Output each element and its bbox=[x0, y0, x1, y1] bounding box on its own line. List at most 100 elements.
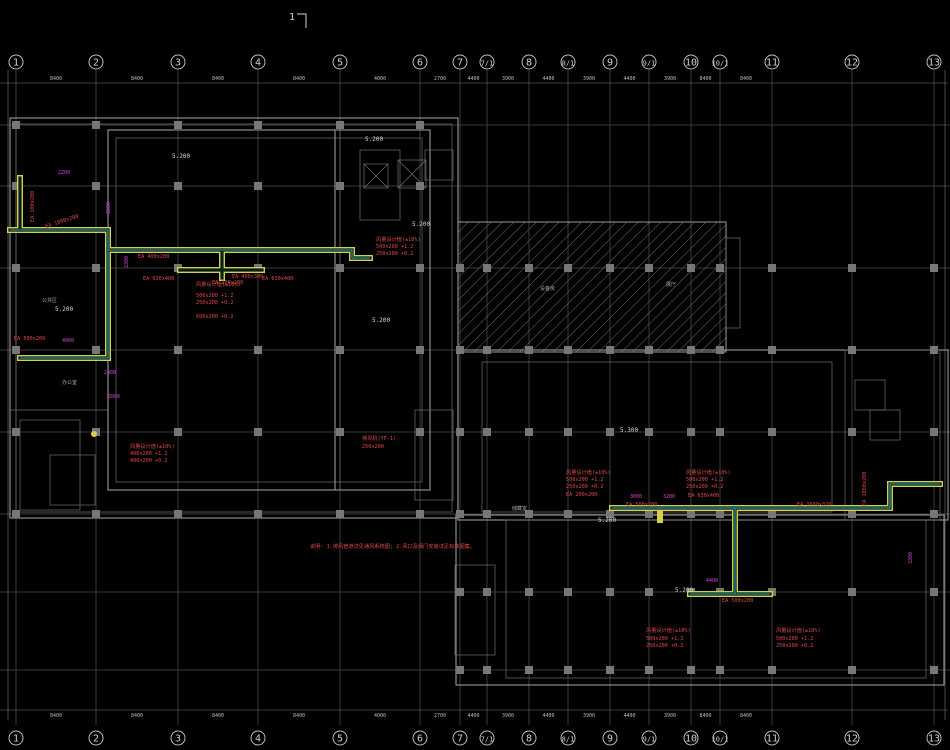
note-text: 500x200 +1.2 bbox=[686, 477, 723, 483]
ductwork bbox=[7, 175, 943, 597]
grid-bubble-label: 8 bbox=[526, 58, 532, 69]
column bbox=[525, 666, 533, 674]
column bbox=[768, 666, 776, 674]
column bbox=[254, 428, 262, 436]
room-label: 办公室 bbox=[62, 379, 77, 386]
column bbox=[930, 428, 938, 436]
dimension-text: 8400 bbox=[131, 76, 143, 82]
column bbox=[606, 264, 614, 272]
level-label: 5.200 bbox=[675, 587, 693, 594]
column bbox=[12, 264, 20, 272]
grid-bubble-label: 5 bbox=[337, 58, 343, 69]
grid-bubble-4: 4 bbox=[250, 730, 266, 746]
column bbox=[336, 182, 344, 190]
column bbox=[254, 510, 262, 518]
column bbox=[416, 346, 424, 354]
mag-dim: 3000 bbox=[630, 494, 642, 500]
grid-bubble-label: 12 bbox=[846, 58, 858, 69]
level-label: 5.200 bbox=[55, 306, 73, 313]
grid-bubble-label: 10 bbox=[685, 58, 697, 69]
column bbox=[525, 588, 533, 596]
grid-bubble-11: 11 bbox=[764, 730, 780, 746]
column bbox=[336, 510, 344, 518]
duct-label: EA 630x400 bbox=[262, 276, 293, 282]
column bbox=[768, 264, 776, 272]
column bbox=[12, 510, 20, 518]
column bbox=[416, 510, 424, 518]
column bbox=[12, 346, 20, 354]
column bbox=[456, 428, 464, 436]
grid-bubble-11: 11 bbox=[764, 54, 780, 70]
column bbox=[12, 121, 20, 129]
dimension-text: 8400 bbox=[131, 713, 143, 719]
column bbox=[254, 346, 262, 354]
annotation-notes: 风量设计值(±10%) 500x200 +1.2 250x200 +0.2 风量… bbox=[130, 235, 821, 649]
grid-bubble-label: 4 bbox=[255, 734, 261, 745]
grid-bubble-12: 12 bbox=[844, 54, 860, 70]
dimension-text: 8400 bbox=[50, 713, 62, 719]
mag-dim: 3200 bbox=[908, 552, 914, 564]
mag-dim: 2200 bbox=[58, 170, 70, 176]
column bbox=[687, 264, 695, 272]
column bbox=[564, 666, 572, 674]
grid-bubble-8-1: 8/1 bbox=[560, 730, 576, 746]
dimension-text: 4400 bbox=[623, 713, 635, 719]
column bbox=[716, 666, 724, 674]
grid-bubble-9: 9 bbox=[602, 730, 618, 746]
grid-bubble-7: 7 bbox=[452, 730, 468, 746]
dimension-text: 3900 bbox=[664, 713, 676, 719]
grid-bubble-13: 13 bbox=[926, 730, 942, 746]
axis-grid-lines bbox=[0, 70, 950, 725]
grid-bubble-4: 4 bbox=[250, 54, 266, 70]
grid-bubble-12: 12 bbox=[844, 730, 860, 746]
dimension-text: 8400 bbox=[293, 76, 305, 82]
mag-dim: 2200 bbox=[106, 202, 112, 214]
grid-bubble-10: 10 bbox=[683, 54, 699, 70]
column bbox=[606, 510, 614, 518]
grid-bubble-label: 1 bbox=[13, 58, 19, 69]
column bbox=[483, 346, 491, 354]
column bbox=[483, 588, 491, 596]
dimension-text: 4000 bbox=[374, 713, 386, 719]
column bbox=[564, 428, 572, 436]
note-text: 250x200 +0.2 bbox=[196, 300, 233, 306]
grid-bubble-10-1: 10/1 bbox=[712, 730, 728, 746]
grid-bubble-label: 6 bbox=[417, 734, 423, 745]
duct-label: EA 630x400 bbox=[688, 493, 719, 499]
column bbox=[174, 510, 182, 518]
note-text: 600x200 +0.2 bbox=[196, 314, 233, 320]
grid-bubble-label: 9/1 bbox=[643, 60, 656, 68]
column bbox=[456, 588, 464, 596]
dimension-texts-top: 8400840084008400840084008400840040004000… bbox=[50, 76, 752, 719]
column bbox=[848, 264, 856, 272]
duct-label: EA 630x400 bbox=[143, 276, 174, 282]
hatched-area bbox=[457, 221, 727, 353]
column bbox=[416, 428, 424, 436]
column bbox=[687, 666, 695, 674]
column bbox=[483, 666, 491, 674]
column bbox=[483, 264, 491, 272]
column bbox=[645, 588, 653, 596]
column bbox=[606, 428, 614, 436]
grid-bubble-label: 11 bbox=[766, 734, 778, 745]
column bbox=[416, 182, 424, 190]
column bbox=[716, 428, 724, 436]
level-label: 5.200 bbox=[365, 136, 383, 143]
column bbox=[456, 510, 464, 518]
note-text: 500x200 +1.2 bbox=[646, 636, 683, 642]
duct-label: EA 500x200 bbox=[14, 336, 45, 342]
level-label: 5.200 bbox=[412, 221, 430, 228]
structural-columns bbox=[12, 121, 938, 674]
level-label: 5.200 bbox=[372, 317, 390, 324]
column bbox=[525, 428, 533, 436]
dimension-line-top bbox=[0, 70, 948, 720]
grid-bubble-label: 7 bbox=[457, 58, 463, 69]
grid-bubble-9: 9 bbox=[602, 54, 618, 70]
column bbox=[645, 264, 653, 272]
dimension-text: 3900 bbox=[583, 76, 595, 82]
duct-label: EA 500x200 bbox=[722, 598, 753, 604]
grid-bubble-6: 6 bbox=[412, 54, 428, 70]
grid-bubble-10-1: 10/1 bbox=[712, 54, 728, 70]
column bbox=[174, 121, 182, 129]
